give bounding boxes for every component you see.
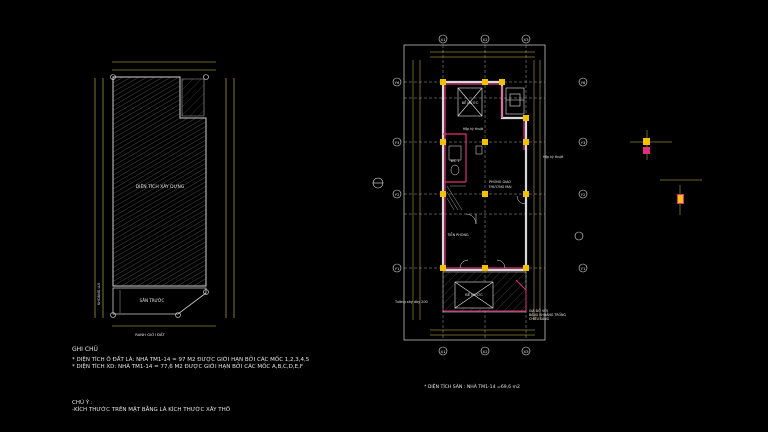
site-area-label: DIỆN TÍCH XÂY DỰNG (136, 182, 185, 190)
grid-y1-right: Y1 (581, 267, 585, 271)
wall-note: Tường xây dày 200 (394, 300, 428, 304)
site-setback-label: KHOẢNG LÙI (96, 283, 101, 305)
building-footprint (112, 76, 207, 287)
grid-x1-bottom: X1 (440, 349, 446, 354)
notes-line-3: -KÍCH THƯỚC TRÊN MẶT BẰNG LÀ KÍCH THƯỚC … (72, 407, 231, 413)
room-wc-label: WC 1 (451, 159, 460, 163)
site-yard-label: SÂN TRƯỚC (140, 298, 165, 303)
sign-note-1: GIÁ ĐỠ VỚI (529, 308, 548, 313)
grid-bubbles-y (392, 77, 588, 273)
plan-dimensions (412, 51, 541, 336)
sign-note-2: BẢNG KHOẢNG TRỐNG (529, 312, 566, 317)
room-shop-label: PHÒNG GIAO (489, 179, 511, 184)
grid-y3-right: Y3 (581, 141, 585, 145)
notes-heading-2: CHÚ Ý : (72, 400, 93, 406)
grid-x1-top: X1 (440, 37, 446, 42)
room-lobby-label: TIỀN PHÒNG (446, 232, 469, 237)
grid-y2-right: Y2 (581, 193, 585, 197)
water-tank-top (457, 87, 483, 117)
sign-note-3: CHIẾU SÁNG (529, 315, 550, 321)
floor-area-caption: * DIỆN TÍCH SÀN : NHÀ TM1-14 =69,6 m2 (424, 382, 520, 390)
site-dimensions (94, 61, 235, 327)
corner-notch (181, 78, 205, 117)
stair-box (505, 87, 525, 115)
grid-x3-bottom: X3 (523, 349, 529, 354)
section-markers (372, 177, 584, 241)
site-boundary-label: RANH GIỚI ĐẤT (135, 332, 165, 337)
floor-plan: X1 X2 X3 X1 X2 X3 Y6 Y6 Y3 Y3 Y2 Y2 Y1 Y… (372, 34, 588, 390)
site-plan: DIỆN TÍCH XÂY DỰNG SÂN TRƯỚC RANH GIỚI Đ… (94, 61, 235, 337)
sheet-frame (403, 44, 546, 341)
grid-x2-bottom: X2 (482, 349, 488, 354)
tech-shaft-label-2: Hộp kỹ thuật (543, 155, 564, 159)
grid-x2-top: X2 (482, 37, 488, 42)
grid-y6-right: Y6 (581, 81, 586, 85)
stair-flight (446, 185, 466, 211)
wc-fixtures (448, 145, 483, 176)
doors (459, 195, 526, 269)
front-yard (112, 287, 207, 315)
grid-bubbles-x-top (438, 34, 531, 44)
exterior-walls (441, 80, 528, 272)
notes-line-1: * DIỆN TÍCH Ô ĐẤT LÀ: NHÀ TM1-14 = 97 M2… (72, 357, 310, 363)
grid-y3-left: Y3 (395, 141, 399, 145)
notes-heading: GHI CHÚ (72, 346, 98, 353)
grid-bubbles-x-bottom (438, 346, 531, 356)
accent-walls (443, 83, 525, 269)
columns (440, 79, 529, 271)
room-tank2-label: BỂ NƯỚC (465, 292, 483, 297)
room-tank-label: BỂ NƯỚC (462, 100, 479, 105)
grid-x3-top: X3 (523, 37, 529, 42)
boundary-markers (110, 74, 209, 318)
notes-line-2: * DIỆN TÍCH XD: NHÀ TM1-14 = 77,6 M2 ĐƯỢ… (72, 364, 303, 370)
room-shop-label-2: THƯƠNG MẠI (487, 185, 511, 189)
grid-y2-left: Y2 (395, 193, 399, 197)
tech-shaft-label: Hộp kỹ thuật (463, 127, 484, 131)
lower-accent (443, 279, 527, 312)
grid-y1-left: Y1 (395, 267, 399, 271)
water-tank-bottom (454, 281, 494, 309)
column-detail (630, 130, 702, 215)
grid-y6-left: Y6 (395, 81, 400, 85)
